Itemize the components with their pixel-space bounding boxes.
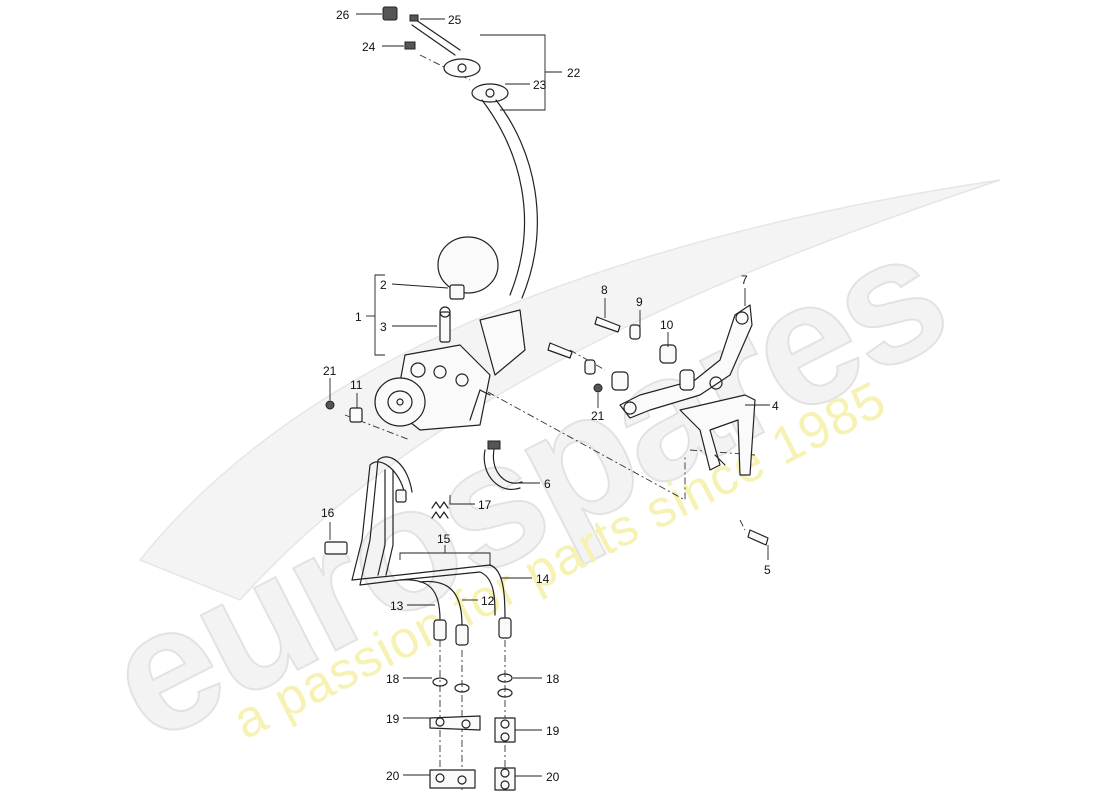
callout-labels: 26 25 24 22 23 2 1 3 8 9 10 7 21 11 21 4… <box>321 8 779 784</box>
callout-12[interactable]: 12 <box>481 594 495 608</box>
pipe-flange-lower <box>471 83 509 103</box>
callout-7[interactable]: 7 <box>741 273 748 287</box>
callout-9[interactable]: 9 <box>636 295 643 309</box>
seals-plates <box>429 673 516 791</box>
mounting-hardware <box>547 316 695 393</box>
pressure-switch <box>439 306 451 343</box>
callout-23[interactable]: 23 <box>533 78 547 92</box>
callout-4[interactable]: 4 <box>772 399 779 413</box>
leader-lines <box>329 13 770 777</box>
bracket-7 <box>619 304 753 419</box>
callout-20-left[interactable]: 20 <box>386 769 400 783</box>
callout-6[interactable]: 6 <box>544 477 551 491</box>
callout-21-right[interactable]: 21 <box>591 409 605 423</box>
clips-17 <box>431 501 449 519</box>
pipe-flange-upper <box>443 58 481 78</box>
hydraulic-unit <box>374 309 526 431</box>
callout-15[interactable]: 15 <box>437 532 451 546</box>
line-bundle <box>351 456 506 626</box>
callout-16[interactable]: 16 <box>321 506 335 520</box>
sensor-11 <box>325 400 363 423</box>
callout-22[interactable]: 22 <box>567 66 581 80</box>
bracket-4 <box>679 394 756 476</box>
callout-8[interactable]: 8 <box>601 283 608 297</box>
callout-19-right[interactable]: 19 <box>546 724 560 738</box>
accumulator <box>437 236 499 300</box>
callout-1[interactable]: 1 <box>355 310 362 324</box>
pressure-pipe <box>382 6 538 299</box>
clip-16 <box>324 541 348 555</box>
cap-26 <box>382 6 398 21</box>
callout-10[interactable]: 10 <box>660 318 674 332</box>
callout-26[interactable]: 26 <box>336 8 350 22</box>
hose-fittings <box>433 617 512 646</box>
callout-19-left[interactable]: 19 <box>386 712 400 726</box>
callout-18-right[interactable]: 18 <box>546 672 560 686</box>
watermark: eurospares a passion for parts since 198… <box>78 179 1001 780</box>
callout-17[interactable]: 17 <box>478 498 492 512</box>
callout-20-right[interactable]: 20 <box>546 770 560 784</box>
screw-5 <box>747 529 769 546</box>
callout-3[interactable]: 3 <box>380 320 387 334</box>
callout-2[interactable]: 2 <box>380 278 387 292</box>
watermark-swoosh <box>138 179 1001 601</box>
callout-21-left[interactable]: 21 <box>323 364 337 378</box>
callout-13[interactable]: 13 <box>390 599 404 613</box>
callout-14[interactable]: 14 <box>536 572 550 586</box>
callout-24[interactable]: 24 <box>362 40 376 54</box>
callout-18-left[interactable]: 18 <box>386 672 400 686</box>
callout-5[interactable]: 5 <box>764 563 771 577</box>
callout-25[interactable]: 25 <box>448 13 462 27</box>
callout-11[interactable]: 11 <box>350 378 363 392</box>
